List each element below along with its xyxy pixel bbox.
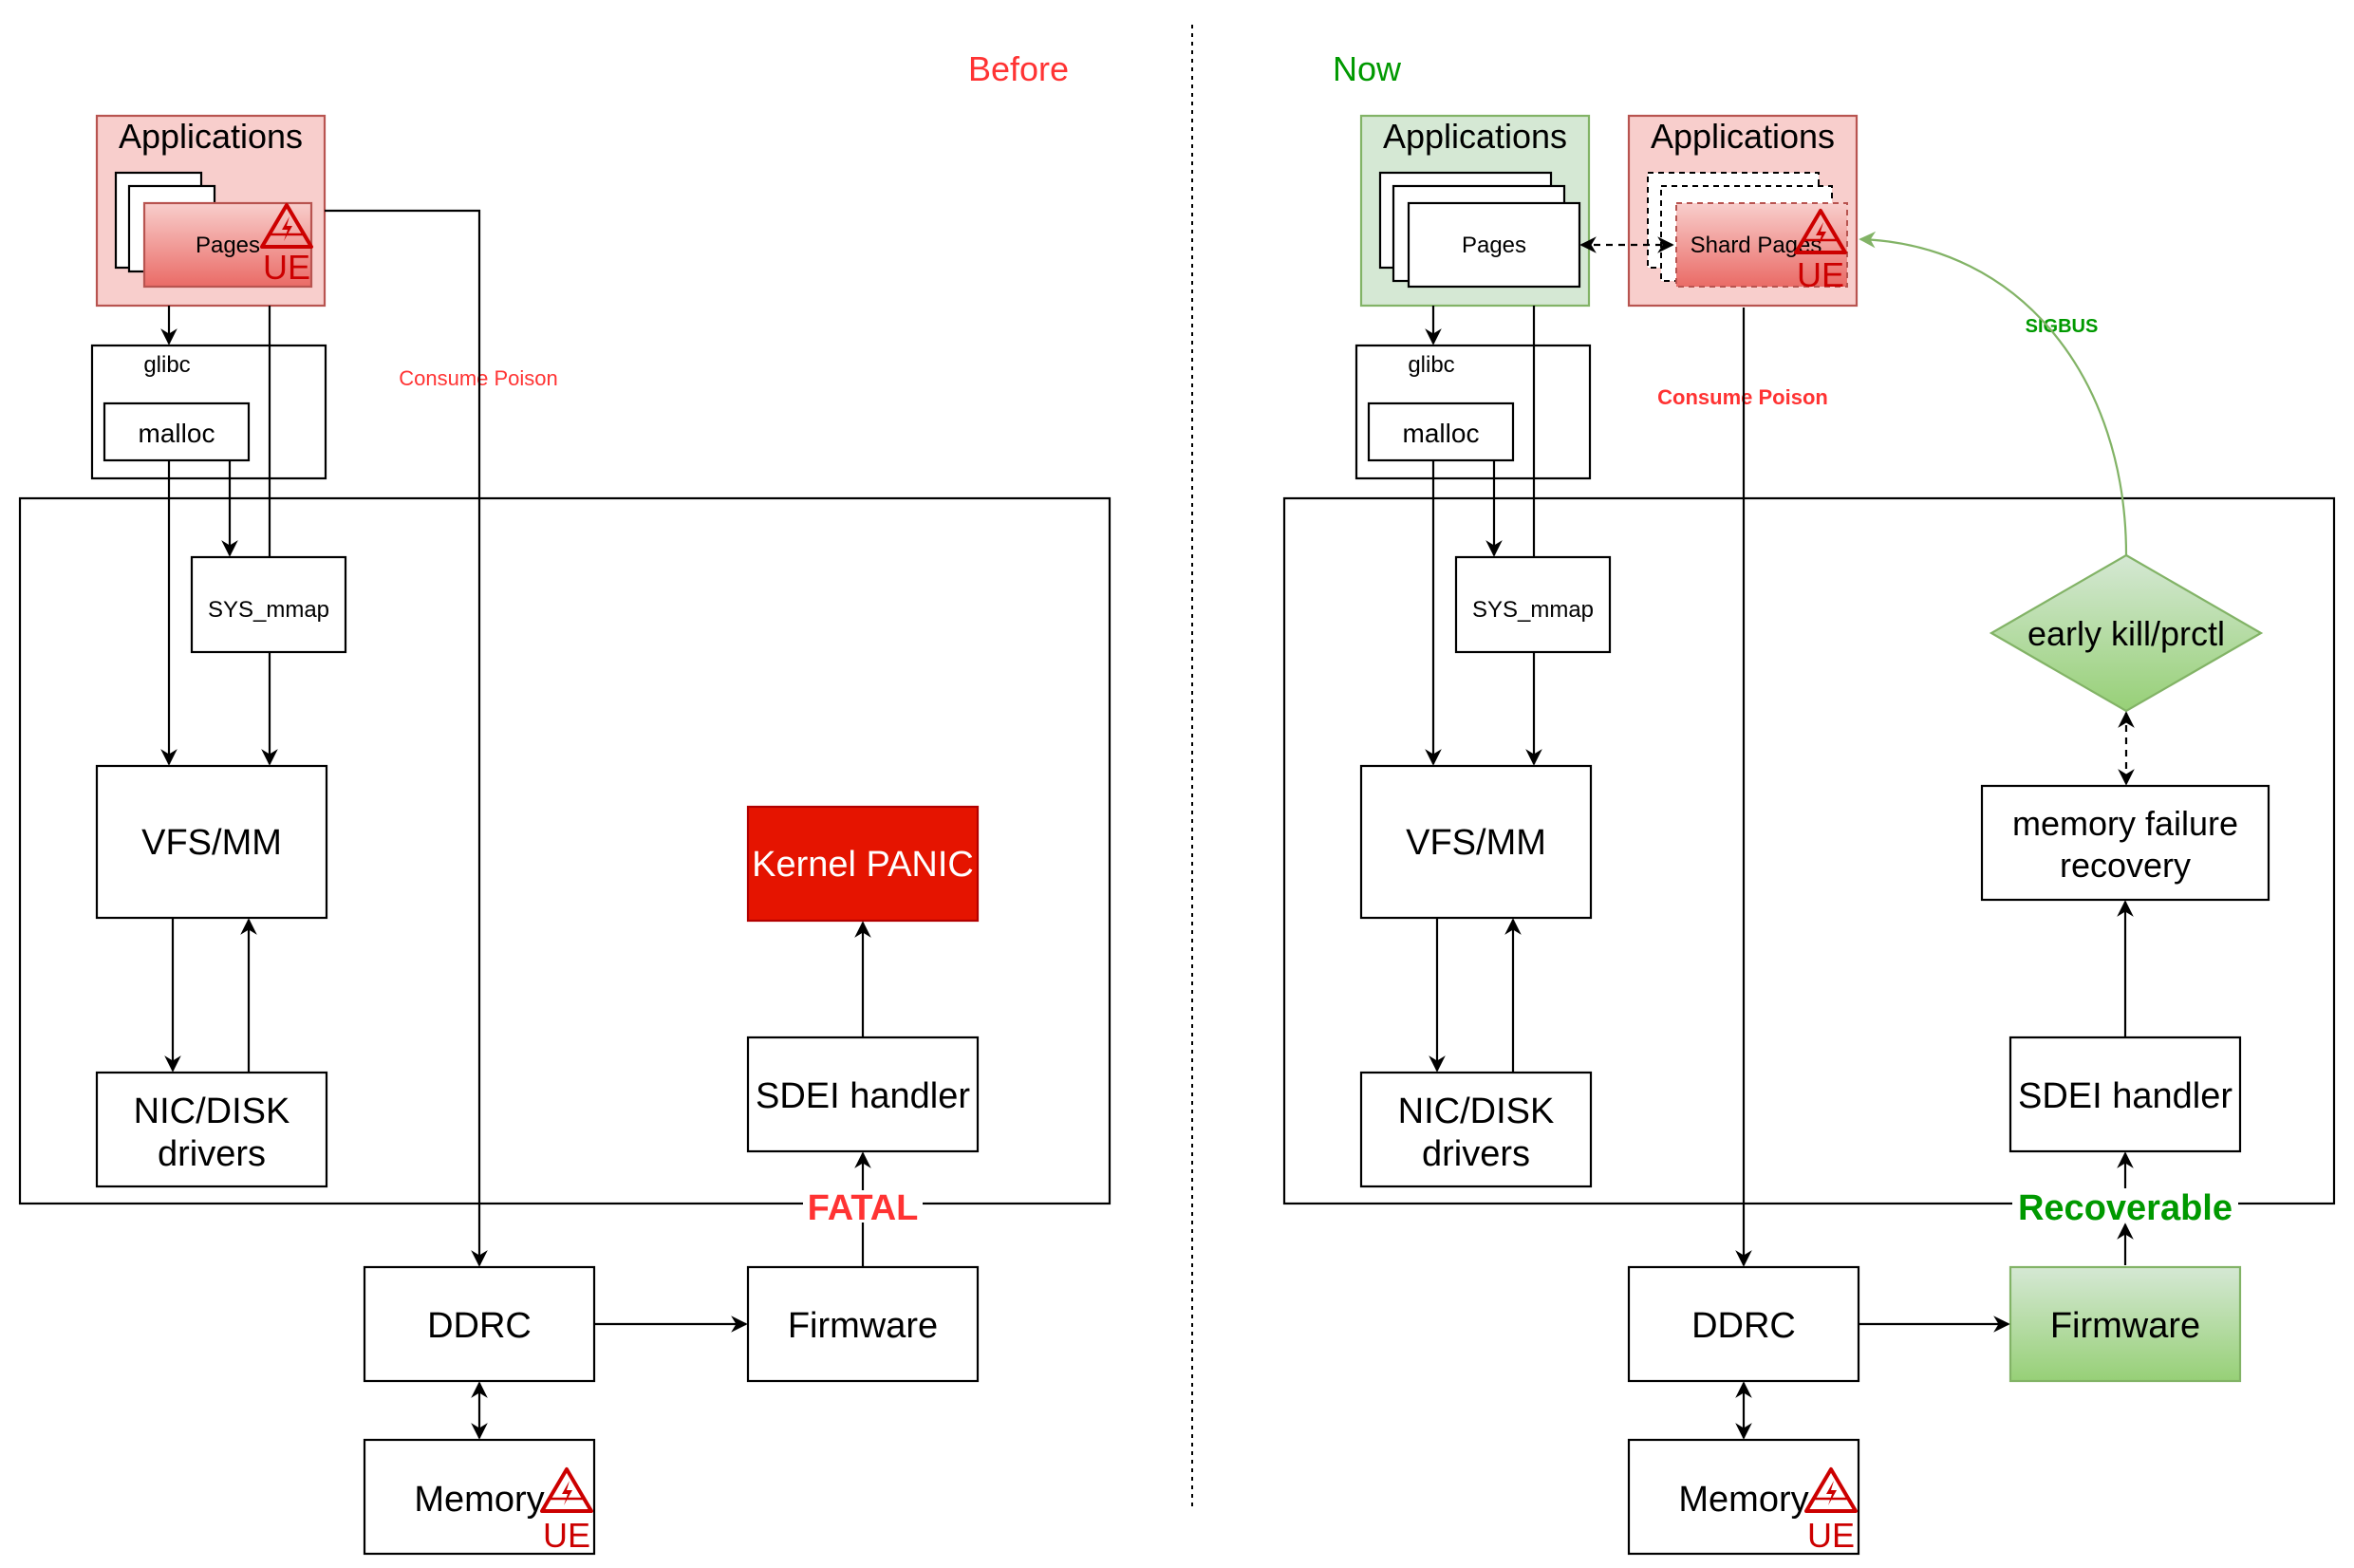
vfs-mm-box xyxy=(95,764,328,920)
early-kill-label: early kill/prctl xyxy=(2027,614,2225,653)
sys-mmap-label-now: SYS_mmap xyxy=(1472,597,1594,623)
vfs-mm-label-now: VFS/MM xyxy=(1406,823,1546,863)
now-title: Now xyxy=(1333,49,1402,88)
kernel-panic-label: Kernel PANIC xyxy=(752,845,974,885)
fatal-label-bg xyxy=(803,1190,923,1223)
applications-label: Applications xyxy=(119,117,303,156)
memory-ue-mark: UE xyxy=(543,1516,590,1555)
applications-label-green: Applications xyxy=(1383,117,1567,156)
malloc-box xyxy=(103,401,251,462)
sdei-handler-label: SDEI handler xyxy=(756,1076,970,1116)
glibc-label-now: glibc xyxy=(1408,352,1454,378)
applications-label-pink: Applications xyxy=(1651,117,1835,156)
sys-mmap-box xyxy=(190,555,347,654)
memory-failure-label-2: recovery xyxy=(2060,846,2191,885)
ddrc-label-now: DDRC xyxy=(1691,1306,1796,1346)
before-title: Before xyxy=(968,49,1069,88)
sdei-handler-label-now: SDEI handler xyxy=(2018,1076,2233,1116)
pages-ue-mark: UE xyxy=(263,248,310,287)
memory-failure-recovery-box xyxy=(1980,784,2270,902)
recoverable-label: Recoverable xyxy=(2018,1188,2233,1228)
firmware-box-now xyxy=(2008,1265,2242,1383)
sigbus-arrow xyxy=(1859,231,2128,556)
kernel-panic-box xyxy=(746,805,980,923)
sys-mmap-label: SYS_mmap xyxy=(208,597,329,623)
vfs-mm-box-now xyxy=(1359,764,1593,920)
memory-failure-label-1: memory failure xyxy=(2012,804,2238,843)
memory-label-now: Memory xyxy=(1678,1480,1808,1520)
now-panel: Now Applications Pages Applications Shar… xyxy=(1282,49,2336,1556)
firmware-label: Firmware xyxy=(788,1306,938,1346)
recoverable-label-bg xyxy=(2012,1190,2238,1223)
memory-box-now xyxy=(1627,1438,1860,1556)
nic-disk-label-2-now: drivers xyxy=(1422,1134,1530,1174)
malloc-box-now xyxy=(1367,401,1515,462)
pages-label: Pages xyxy=(196,233,260,258)
before-panel: Before Applications Pages UE glibc mallo… xyxy=(18,49,1112,1556)
nic-disk-label-1-now: NIC/DISK xyxy=(1398,1092,1555,1131)
vfs-mm-label: VFS/MM xyxy=(141,823,282,863)
shard-pages-ue-mark: UE xyxy=(1797,255,1844,294)
early-kill-diamond xyxy=(1989,553,2264,713)
ddrc-box xyxy=(363,1265,596,1383)
ddrc-box-now xyxy=(1627,1265,1860,1383)
memory-label: Memory xyxy=(414,1480,544,1520)
nic-disk-box xyxy=(95,1071,328,1188)
glibc-label: glibc xyxy=(143,352,190,378)
sdei-handler-box-now xyxy=(2008,1036,2242,1153)
pages-label-now: Pages xyxy=(1462,233,1526,258)
malloc-label-now: malloc xyxy=(1403,419,1480,448)
nic-disk-label-1: NIC/DISK xyxy=(134,1092,290,1131)
sigbus-label: SIGBUS xyxy=(2026,316,2099,337)
ddrc-label: DDRC xyxy=(427,1306,532,1346)
memory-ue-mark-now: UE xyxy=(1807,1516,1855,1555)
nic-disk-box-now xyxy=(1359,1071,1593,1188)
fatal-label: FATAL xyxy=(808,1188,919,1228)
nic-disk-label-2: drivers xyxy=(158,1134,266,1174)
pages-box-now xyxy=(1407,201,1581,289)
consume-poison-arrow xyxy=(325,209,488,1267)
sdei-handler-box xyxy=(746,1036,980,1153)
memory-box xyxy=(363,1438,596,1556)
malloc-label: malloc xyxy=(139,419,215,448)
firmware-label-now: Firmware xyxy=(2050,1306,2200,1346)
sys-mmap-box-now xyxy=(1454,555,1612,654)
